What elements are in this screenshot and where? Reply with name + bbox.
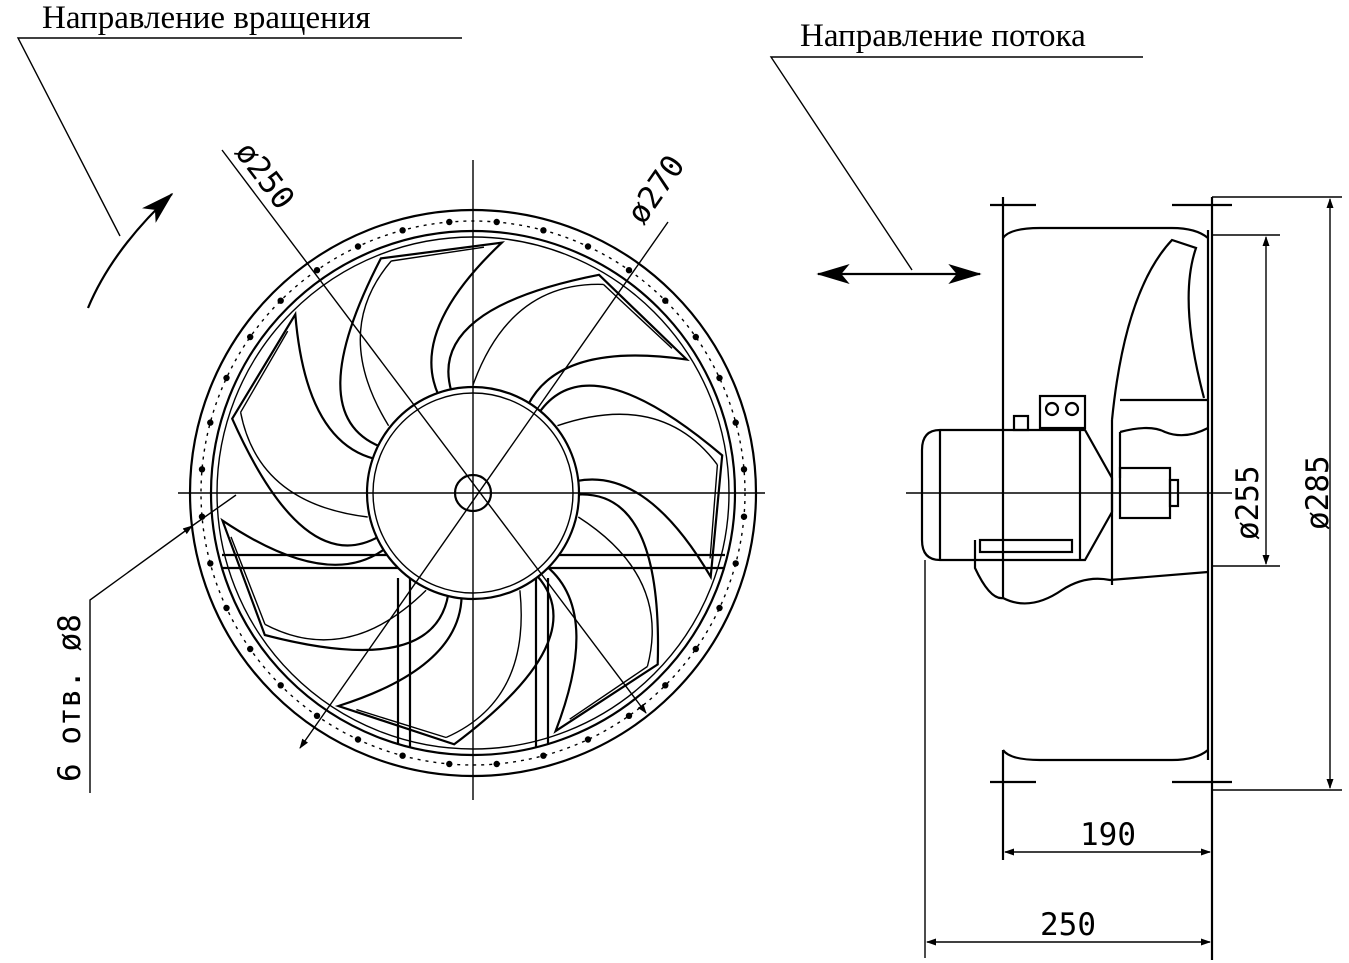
fan-blade-tip	[239, 330, 289, 413]
flange-dot	[446, 218, 453, 226]
flange-dot	[277, 682, 284, 689]
holes-leader	[89, 525, 193, 793]
fan-blade	[545, 493, 660, 734]
fan-blade	[220, 517, 450, 652]
flange-dot	[732, 560, 739, 567]
dim-190-label: 190	[1080, 817, 1136, 853]
flange-dot	[662, 297, 669, 304]
flange-dot	[493, 218, 500, 226]
fan-blade-edge	[557, 413, 718, 466]
fan-blade-tip	[709, 464, 719, 559]
fan-blade	[230, 310, 380, 547]
flange-dot	[223, 374, 230, 382]
front-view: ø250 ø270 6 отв. ø8 Направление вращения	[16, 0, 765, 800]
flange-dot	[740, 513, 748, 520]
flange-dot	[625, 267, 633, 274]
flange-dot	[540, 752, 547, 759]
flange-dot	[207, 560, 214, 567]
fan-blade	[339, 241, 506, 448]
flange-dot	[732, 419, 739, 426]
flange-dot	[354, 243, 362, 250]
fan-blade	[334, 574, 555, 746]
fan-blade-tip	[391, 246, 485, 262]
flange-dot	[354, 736, 362, 743]
flange-dot	[692, 645, 699, 653]
flange-dot	[313, 712, 321, 719]
flange-bolt-dots	[198, 218, 748, 768]
flange-dot	[493, 760, 500, 768]
flow-direction-label: Направление потока	[800, 18, 1086, 54]
flange-bolt-circle	[200, 220, 746, 766]
flow-leader	[769, 56, 1143, 271]
flange-dot	[399, 752, 406, 759]
dia-250-label: ø250	[228, 135, 302, 216]
fan-blade-edge	[445, 590, 522, 739]
flange-dot	[692, 333, 699, 341]
casing	[990, 197, 1232, 960]
flange-dot	[740, 466, 748, 473]
fan-blade	[538, 384, 724, 581]
flange-dot	[313, 267, 321, 274]
flange-dot	[716, 604, 723, 612]
fan-blade-edge	[577, 516, 653, 667]
rotation-leader	[16, 37, 462, 237]
dia-250-leader	[221, 149, 647, 714]
dim-285-label: ø285	[1300, 455, 1336, 530]
fan-blade-tip	[569, 665, 648, 720]
flange-dot	[247, 645, 254, 653]
flange-dot	[446, 760, 453, 768]
fan-blade-edge	[239, 412, 368, 518]
flange-dot	[584, 243, 592, 250]
fan-blade-edge	[359, 260, 392, 427]
dim-255-label: ø255	[1230, 465, 1266, 540]
fan-blade-edge	[472, 283, 604, 386]
fan-blades	[220, 241, 724, 746]
fan-blade-edge	[264, 589, 427, 641]
side-blades	[1002, 238, 1209, 605]
holes-label: 6 отв. ø8	[52, 614, 88, 782]
flange-dot	[198, 466, 206, 473]
flange-dot	[540, 227, 547, 234]
fan-blade-tip	[602, 283, 673, 349]
flange-dot	[223, 604, 230, 612]
casing-inner-ring	[216, 236, 730, 750]
dia-270-leader	[299, 221, 669, 749]
outer-flange-ring	[188, 208, 758, 778]
flange-dot	[277, 297, 284, 304]
fan-blade-tip	[230, 536, 266, 625]
side-view: Направление потока	[769, 18, 1342, 960]
motor	[920, 394, 1180, 600]
flange-dot	[716, 374, 723, 382]
flange-dot	[399, 227, 406, 234]
flange-dot	[662, 682, 669, 689]
flange-dot	[207, 419, 214, 426]
dim-250-label: 250	[1040, 907, 1096, 943]
rotation-arrow	[86, 192, 174, 309]
flange-dot	[247, 333, 254, 341]
flange-dot	[584, 736, 592, 743]
dia-270-label: ø270	[620, 149, 692, 231]
flange-inner-edge	[209, 229, 737, 757]
fan-blade-tip	[356, 708, 447, 739]
flange-dot	[625, 712, 633, 719]
fan-blade	[447, 273, 690, 406]
rotation-direction-label: Направление вращения	[42, 0, 371, 36]
